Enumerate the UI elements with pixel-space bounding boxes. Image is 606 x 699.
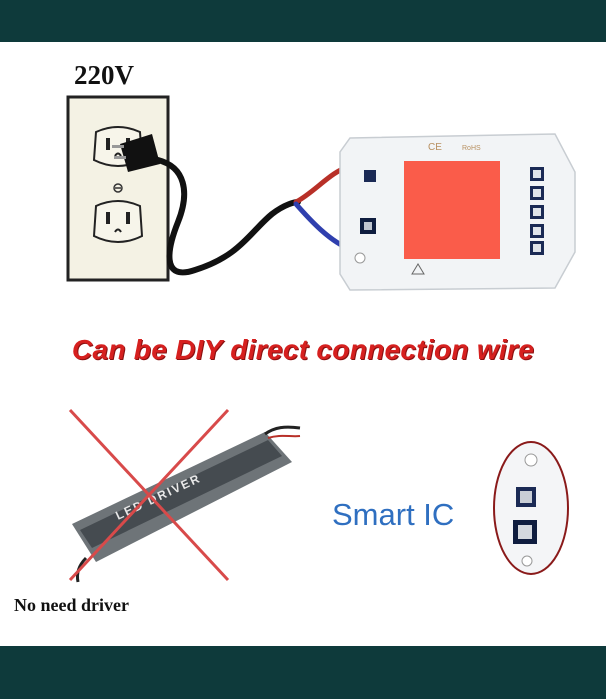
led-driver: LED DRIVER	[72, 425, 301, 583]
no-driver-cross	[68, 408, 230, 582]
cob-led-chip: CE RoHS	[339, 133, 576, 291]
ce-mark: CE	[428, 142, 442, 153]
power-cable	[155, 157, 301, 276]
rohs-mark: RoHS	[462, 145, 481, 152]
socket-bottom	[92, 200, 144, 243]
voltage-label: 220V	[74, 60, 134, 90]
headline: Can be DIY direct connection wire	[71, 334, 535, 365]
smart-ic-detail	[493, 441, 569, 575]
smart-ic-label: Smart IC	[332, 497, 455, 532]
illustration: CE RoHS LED DRIVER	[66, 95, 576, 583]
product-image: 220V	[0, 42, 606, 646]
top-frame-bar	[0, 0, 606, 42]
chip-components-right	[530, 167, 544, 255]
wall-outlet	[66, 95, 170, 282]
plug	[112, 134, 160, 172]
no-driver-label: No need driver	[14, 595, 129, 615]
bottom-frame-bar	[0, 646, 606, 699]
